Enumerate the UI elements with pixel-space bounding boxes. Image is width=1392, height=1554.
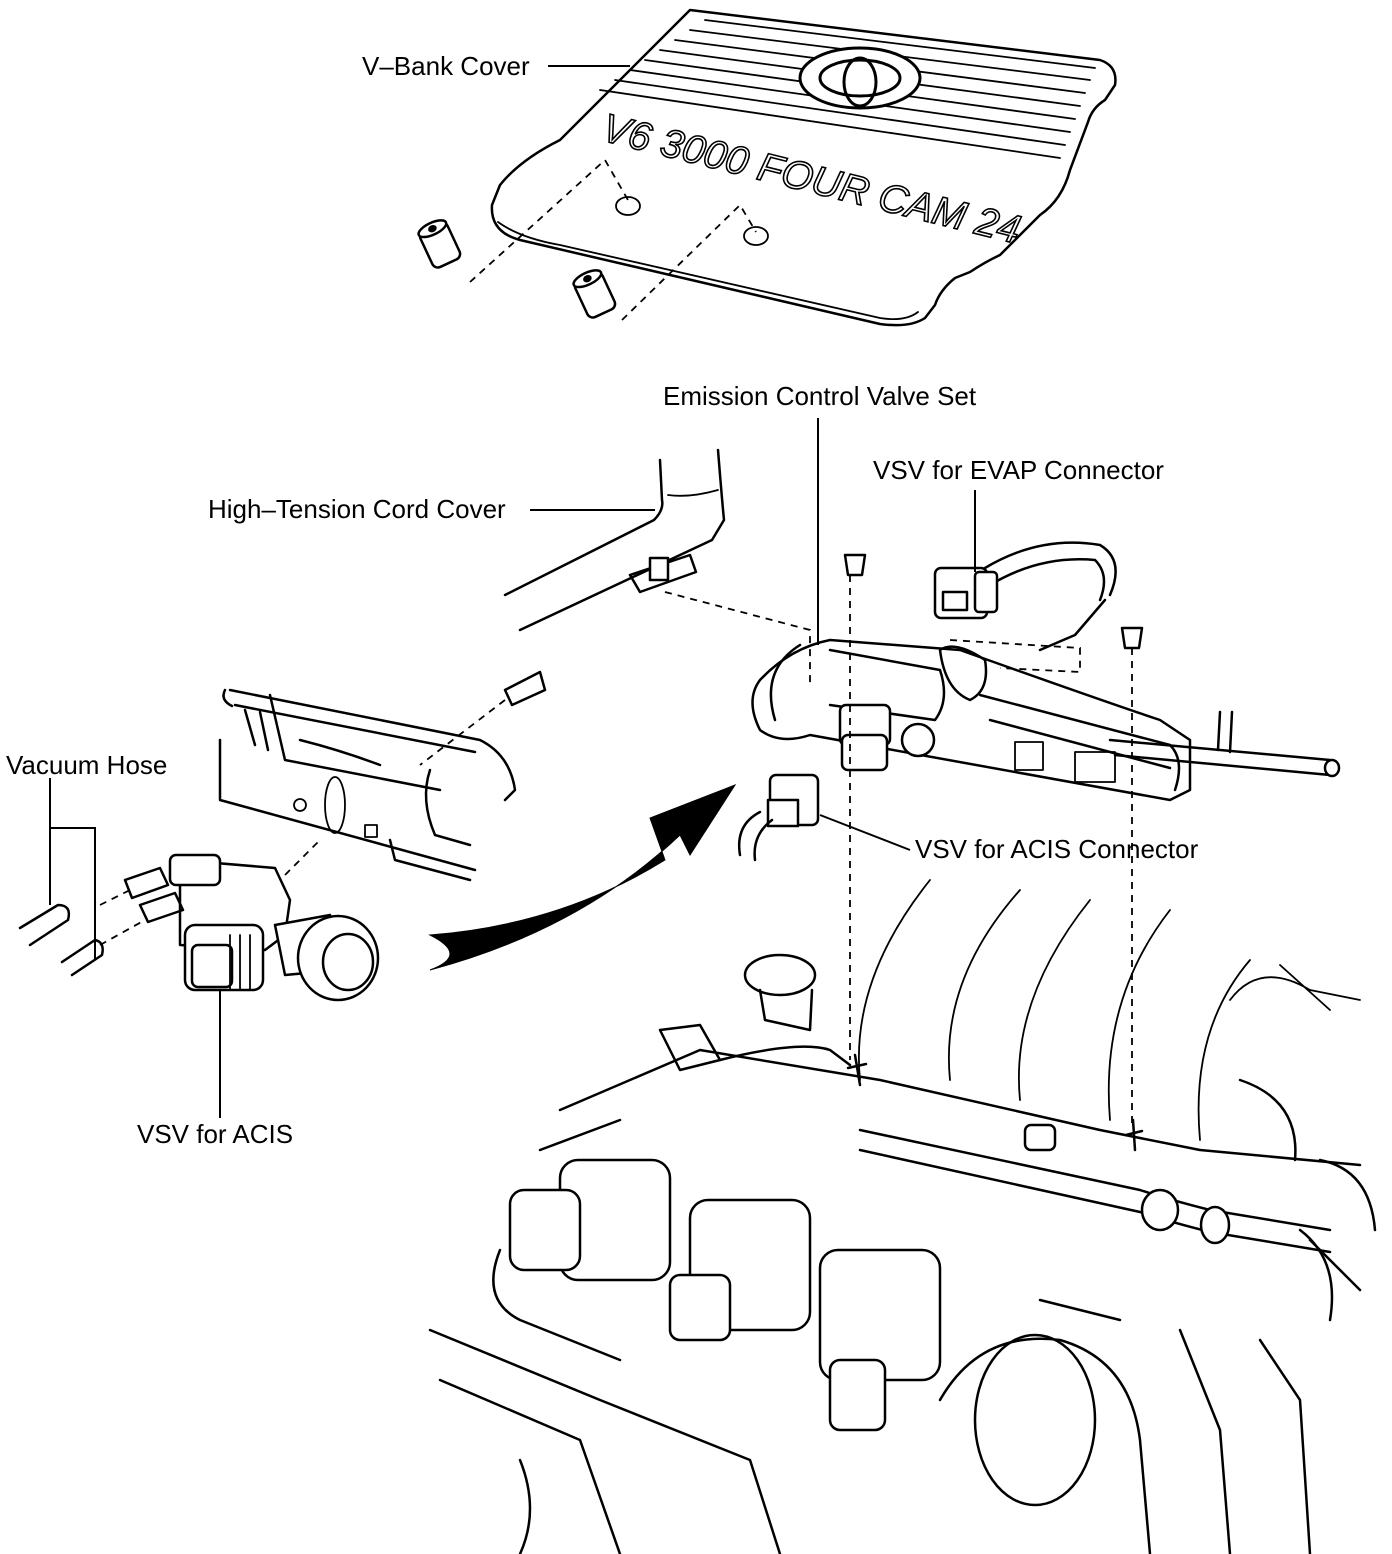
vsv-acis-connector: [737, 773, 820, 862]
bracket: [218, 670, 547, 882]
engine: [428, 879, 1377, 1554]
label-vsv-acis-connector: VSV for ACIS Connector: [915, 834, 1199, 864]
v-bank-cover: V6 3000 FOUR CAM 24: [490, 8, 1117, 327]
label-high-tension-cord-cover: High–Tension Cord Cover: [208, 494, 506, 524]
label-vacuum-hose: Vacuum Hose: [6, 750, 168, 780]
vsv-evap-connector: [933, 541, 1117, 673]
label-v-bank-cover: V–Bank Cover: [362, 51, 530, 81]
install-arrow: [428, 783, 737, 971]
high-tension-cord-cover: [503, 448, 726, 632]
leader-lines: [49, 65, 1133, 1125]
label-vsv-acis: VSV for ACIS: [137, 1119, 294, 1149]
vsv-acis: [99, 839, 380, 1002]
emission-control-valve-set: [751, 553, 1341, 802]
label-vsv-evap-connector: VSV for EVAP Connector: [873, 455, 1164, 485]
label-emission-control-valve-set: Emission Control Valve Set: [663, 381, 977, 411]
vacuum-hoses: [18, 903, 104, 977]
cover-grommets: [417, 158, 757, 321]
